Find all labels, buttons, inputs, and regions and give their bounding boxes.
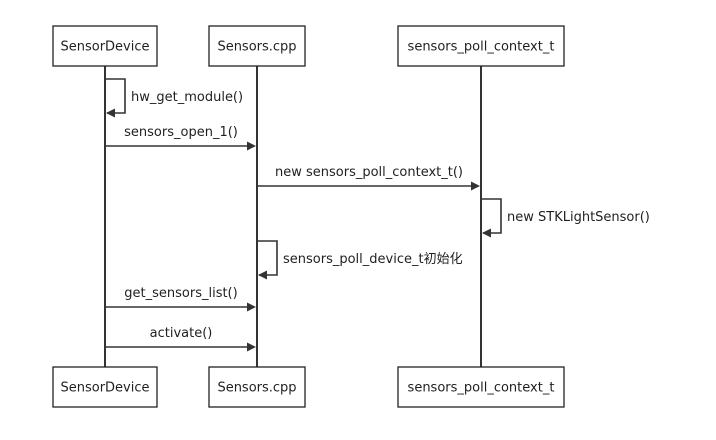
participant-top-sensor-device: SensorDevice xyxy=(52,25,158,67)
self-message-line xyxy=(481,198,502,234)
message-label: get_sensors_list() xyxy=(124,286,237,301)
message-label: hw_get_module() xyxy=(131,90,243,105)
arrowhead xyxy=(106,108,115,118)
participant-bottom-sensors-cpp: Sensors.cpp xyxy=(208,366,306,408)
arrowhead xyxy=(471,181,480,191)
participant-box xyxy=(208,25,306,67)
arrowhead xyxy=(258,270,267,280)
self-message-line xyxy=(257,240,278,276)
participant-box xyxy=(52,25,158,67)
message-2: sensors_open_1() xyxy=(105,125,256,151)
participant-bottom-poll-context: sensors_poll_context_t xyxy=(397,366,565,408)
self-message-line xyxy=(105,78,126,114)
participant-box xyxy=(52,366,158,408)
participant-label: Sensors.cpp xyxy=(217,40,296,55)
participant-bottom-sensor-device: SensorDevice xyxy=(52,366,158,408)
message-label: sensors_open_1() xyxy=(124,125,238,140)
participant-label: SensorDevice xyxy=(60,381,149,396)
participant-label: sensors_poll_context_t xyxy=(408,381,555,396)
message-3: new sensors_poll_context_t() xyxy=(257,165,480,191)
message-1: hw_get_module() xyxy=(105,78,243,118)
message-label: sensors_poll_device_t初始化 xyxy=(283,252,463,267)
participant-top-poll-context: sensors_poll_context_t xyxy=(397,25,565,67)
participant-top-sensors-cpp: Sensors.cpp xyxy=(208,25,306,67)
participant-label: Sensors.cpp xyxy=(217,381,296,396)
message-4: new STKLightSensor() xyxy=(481,198,650,238)
participant-box xyxy=(397,25,565,67)
message-6: get_sensors_list() xyxy=(105,286,256,312)
message-label: activate() xyxy=(150,326,213,341)
arrowhead xyxy=(247,141,256,151)
arrowhead xyxy=(247,342,256,352)
message-label: new STKLightSensor() xyxy=(507,210,650,225)
arrowhead xyxy=(247,302,256,312)
message-5: sensors_poll_device_t初始化 xyxy=(257,240,463,280)
participant-label: sensors_poll_context_t xyxy=(408,40,555,55)
participant-box xyxy=(397,366,565,408)
message-7: activate() xyxy=(105,326,256,352)
arrowhead xyxy=(482,228,491,238)
message-label: new sensors_poll_context_t() xyxy=(275,165,463,180)
participant-label: SensorDevice xyxy=(60,40,149,55)
participant-box xyxy=(208,366,306,408)
